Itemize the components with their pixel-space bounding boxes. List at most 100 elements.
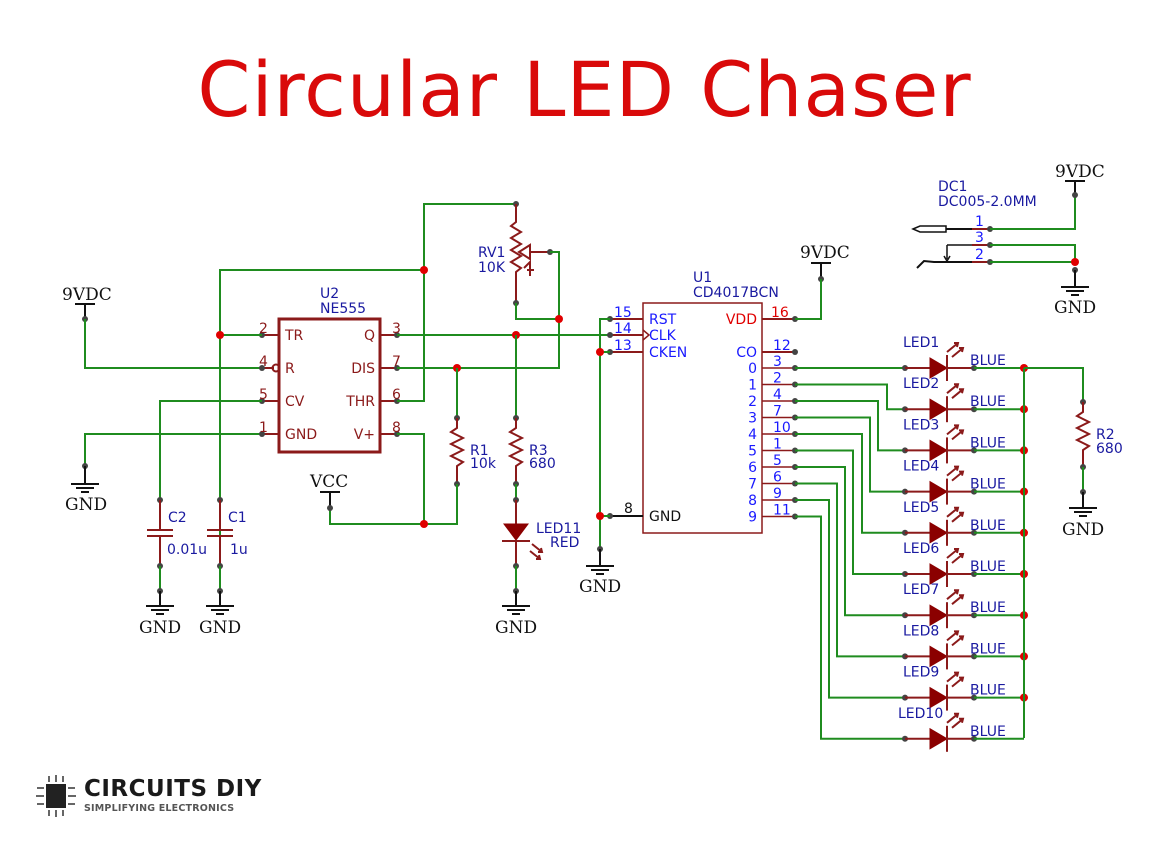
dc1-ref: DC1: [938, 179, 967, 195]
light-emission-icon: [946, 630, 965, 647]
power-vcc: VCC: [309, 472, 348, 511]
r1-ref: R1: [470, 443, 489, 459]
led-ref: LED7: [903, 582, 939, 598]
led-color: BLUE: [970, 477, 1006, 493]
gnd-label: GND: [495, 618, 537, 638]
led-triangle: [929, 480, 948, 503]
resistor-r2: R2 680: [1074, 399, 1123, 470]
u1-pin-number: 12: [773, 338, 791, 354]
u1-pin-name: 2: [748, 394, 757, 410]
u1-pin-number: 2: [773, 371, 782, 387]
gnd-symbol: GND: [1062, 489, 1104, 540]
wire: [795, 416, 905, 493]
u1-pin-name: GND: [649, 509, 681, 525]
u1-pin-name: CKEN: [649, 345, 687, 361]
led11-ref: LED11: [536, 521, 581, 537]
light-emission-icon: [946, 548, 965, 564]
rv1-ref: RV1: [478, 245, 505, 261]
wire: [515, 303, 559, 320]
gnd-label: GND: [65, 495, 107, 515]
u2-pin-number: 7: [392, 354, 401, 370]
u2-pin-name: THR: [345, 394, 375, 410]
circuits-diy-logo: CIRCUITS DIY SIMPLIFYING ELECTRONICS: [34, 772, 274, 822]
dc1-pin-number: 2: [975, 247, 984, 263]
u1-pin-number: 9: [773, 486, 782, 502]
chip-icon: [46, 784, 66, 808]
u2-pin-name: R: [285, 361, 295, 377]
power-9vdc-left: 9VDC: [62, 285, 112, 322]
wire: [795, 433, 905, 534]
u1-pin-name: 8: [748, 493, 757, 509]
u1-pin-number: 4: [773, 387, 782, 403]
c1-ref: C1: [228, 510, 247, 526]
wire: [990, 195, 1076, 230]
capacitor-c2: C2 0.01u: [147, 497, 207, 569]
potentiometer-rv1: RV1 10K: [478, 201, 553, 306]
u2-pin-name: TR: [284, 328, 304, 344]
light-emission-icon: [946, 671, 965, 688]
light-emission-icon: [946, 589, 965, 605]
u1-pin-name: 4: [748, 427, 757, 443]
u2-pin-number: 4: [259, 354, 268, 370]
u2-pin-number: 8: [392, 420, 401, 436]
wire: [397, 251, 560, 369]
led-ref: LED10: [898, 706, 943, 722]
u1-pin-name: 5: [748, 444, 757, 460]
u1-pin-name: CO: [736, 345, 757, 361]
u2-ne555: U2 NE555 2 4 5 1 3 7 6 8 TR R CV GND Q D…: [259, 286, 401, 454]
u1-pin-name: 1: [748, 378, 757, 394]
wire: [329, 484, 458, 525]
led-led11: LED11 RED: [502, 497, 581, 569]
led-color: BLUE: [970, 353, 1006, 369]
u1-pin-number: 16: [771, 305, 789, 321]
led-triangle: [929, 686, 948, 709]
wire: [795, 400, 905, 452]
dc1-part: DC005-2.0MM: [938, 194, 1037, 210]
gnd-label: GND: [199, 618, 241, 638]
led-triangle: [929, 398, 948, 421]
gnd-symbol: GND: [139, 588, 181, 638]
gnd-label: GND: [1062, 520, 1104, 540]
c2-value: 0.01u: [167, 542, 207, 558]
u2-pin-name: Q: [364, 328, 375, 344]
led-triangle: [929, 439, 948, 462]
gnd-label: GND: [139, 618, 181, 638]
u2-pin-number: 1: [259, 420, 268, 436]
wire: [795, 383, 905, 411]
r2-ref: R2: [1096, 427, 1115, 443]
logo-tagline: SIMPLIFYING ELECTRONICS: [84, 803, 235, 814]
wire: [795, 279, 822, 320]
u1-pin-number: 3: [773, 354, 782, 370]
wire: [795, 466, 905, 617]
wire: [397, 203, 516, 402]
u1-pin-number: 11: [773, 503, 791, 519]
led-color: BLUE: [970, 394, 1006, 410]
wire: [990, 244, 1076, 262]
wire: [84, 433, 262, 466]
circuit-traces-icon: [36, 775, 76, 817]
gnd-symbol: GND: [579, 546, 621, 597]
led-array: LED1BLUELED2BLUELED3BLUELED4BLUELED5BLUE…: [795, 335, 1028, 752]
led-triangle: [929, 521, 948, 544]
led11-value: RED: [550, 535, 579, 551]
led-color: BLUE: [970, 683, 1006, 699]
led-ref: LED6: [903, 541, 939, 557]
u1-pin-name: 9: [748, 510, 757, 526]
u2-pin-name: V+: [354, 427, 375, 443]
diagram-title: Circular LED Chaser: [197, 45, 972, 134]
led-triangle: [929, 645, 948, 668]
u1-ref: U1: [693, 270, 712, 286]
c2-ref: C2: [168, 510, 187, 526]
u2-pin-name: DIS: [351, 361, 375, 377]
u2-pin-number: 2: [259, 321, 268, 337]
led-ref: LED8: [903, 623, 939, 639]
